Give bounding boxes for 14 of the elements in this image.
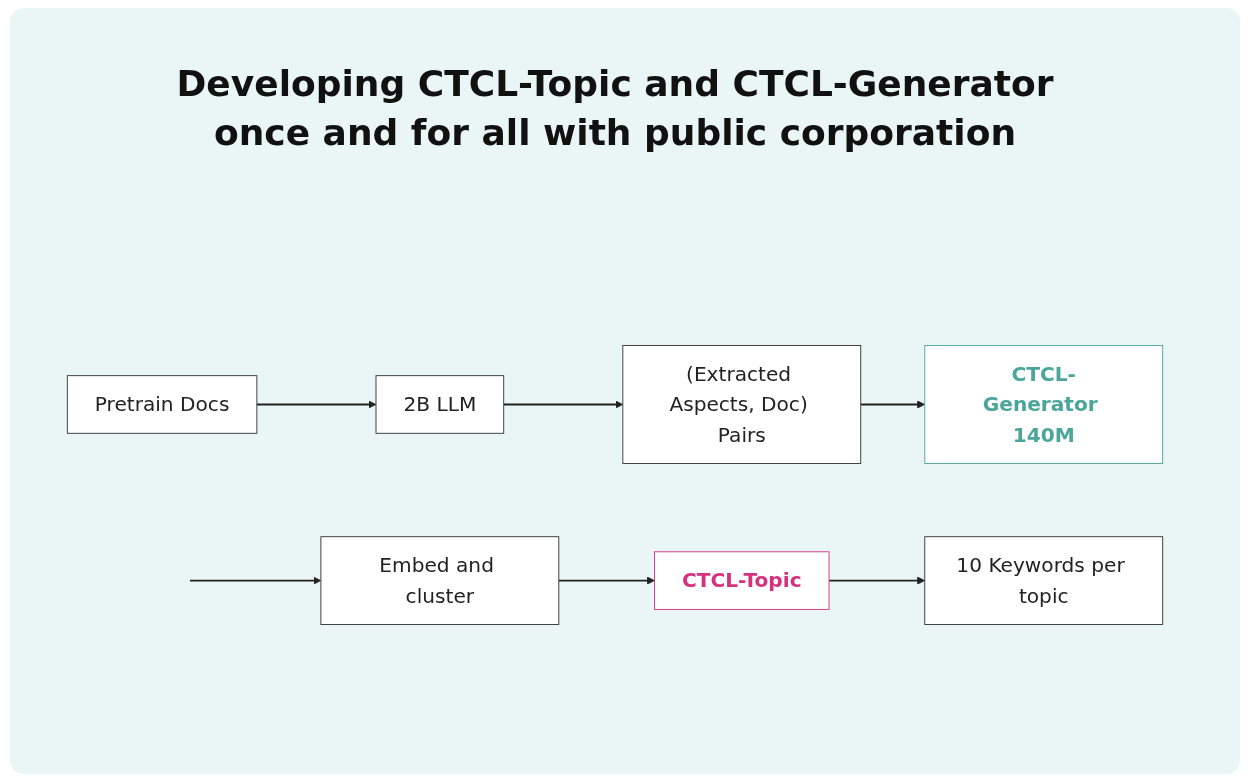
arrow <box>557 576 655 585</box>
arrow <box>255 400 377 409</box>
node-box: 2B LLM <box>375 375 505 434</box>
title: Developing CTCL-Topic and CTCL-Generator once and for all with public corporation <box>175 62 1055 155</box>
arrow <box>502 400 624 409</box>
node-box: Embed and cluster <box>320 536 560 625</box>
node-box: Pretrain Docs <box>66 375 258 434</box>
arrow <box>188 576 322 585</box>
arrow <box>828 576 926 585</box>
node-box: CTCL-Topic <box>654 551 830 610</box>
node-box: 10 Keywords per topic <box>924 536 1164 625</box>
node-box: CTCL-Generator 140M <box>924 345 1164 464</box>
arrow <box>859 400 926 409</box>
node-box: (Extracted Aspects, Doc) Pairs <box>622 345 862 464</box>
